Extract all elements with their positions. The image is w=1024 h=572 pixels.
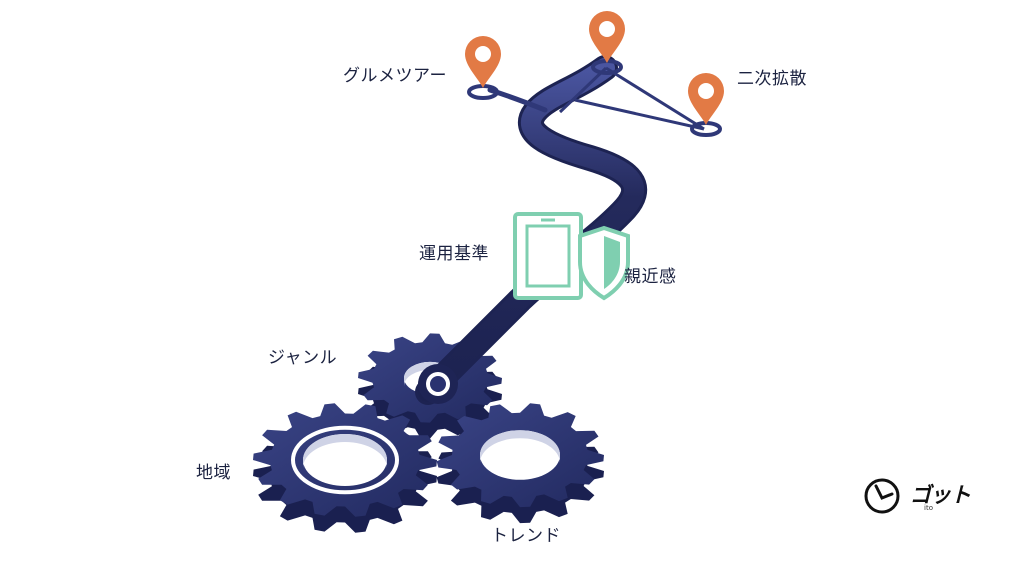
map-pin-icon xyxy=(465,36,501,88)
shield-icon xyxy=(578,225,630,301)
logo-text: ゴット xyxy=(910,483,971,507)
map-pin-icon xyxy=(589,11,625,63)
trend-gear xyxy=(436,403,604,524)
map-pin-icon xyxy=(688,73,724,125)
brand-logo: ゴット ito xyxy=(862,476,972,516)
logo-subtext: ito xyxy=(924,504,933,512)
label-region: 地域 xyxy=(196,463,231,483)
label-genre: ジャンル xyxy=(268,348,338,368)
label-trend: トレンド xyxy=(491,526,561,546)
region-gear xyxy=(253,403,437,533)
phone-frame-icon xyxy=(513,212,583,300)
label-gourmet-tour: グルメツアー xyxy=(343,66,447,86)
label-affinity: 親近感 xyxy=(624,267,677,287)
logo-clock-icon xyxy=(864,478,900,514)
label-secondary-spread: 二次拡散 xyxy=(737,69,807,89)
label-operation-standard: 運用基準 xyxy=(419,244,489,264)
gear-icon xyxy=(436,403,604,524)
gear-icon xyxy=(253,403,437,533)
